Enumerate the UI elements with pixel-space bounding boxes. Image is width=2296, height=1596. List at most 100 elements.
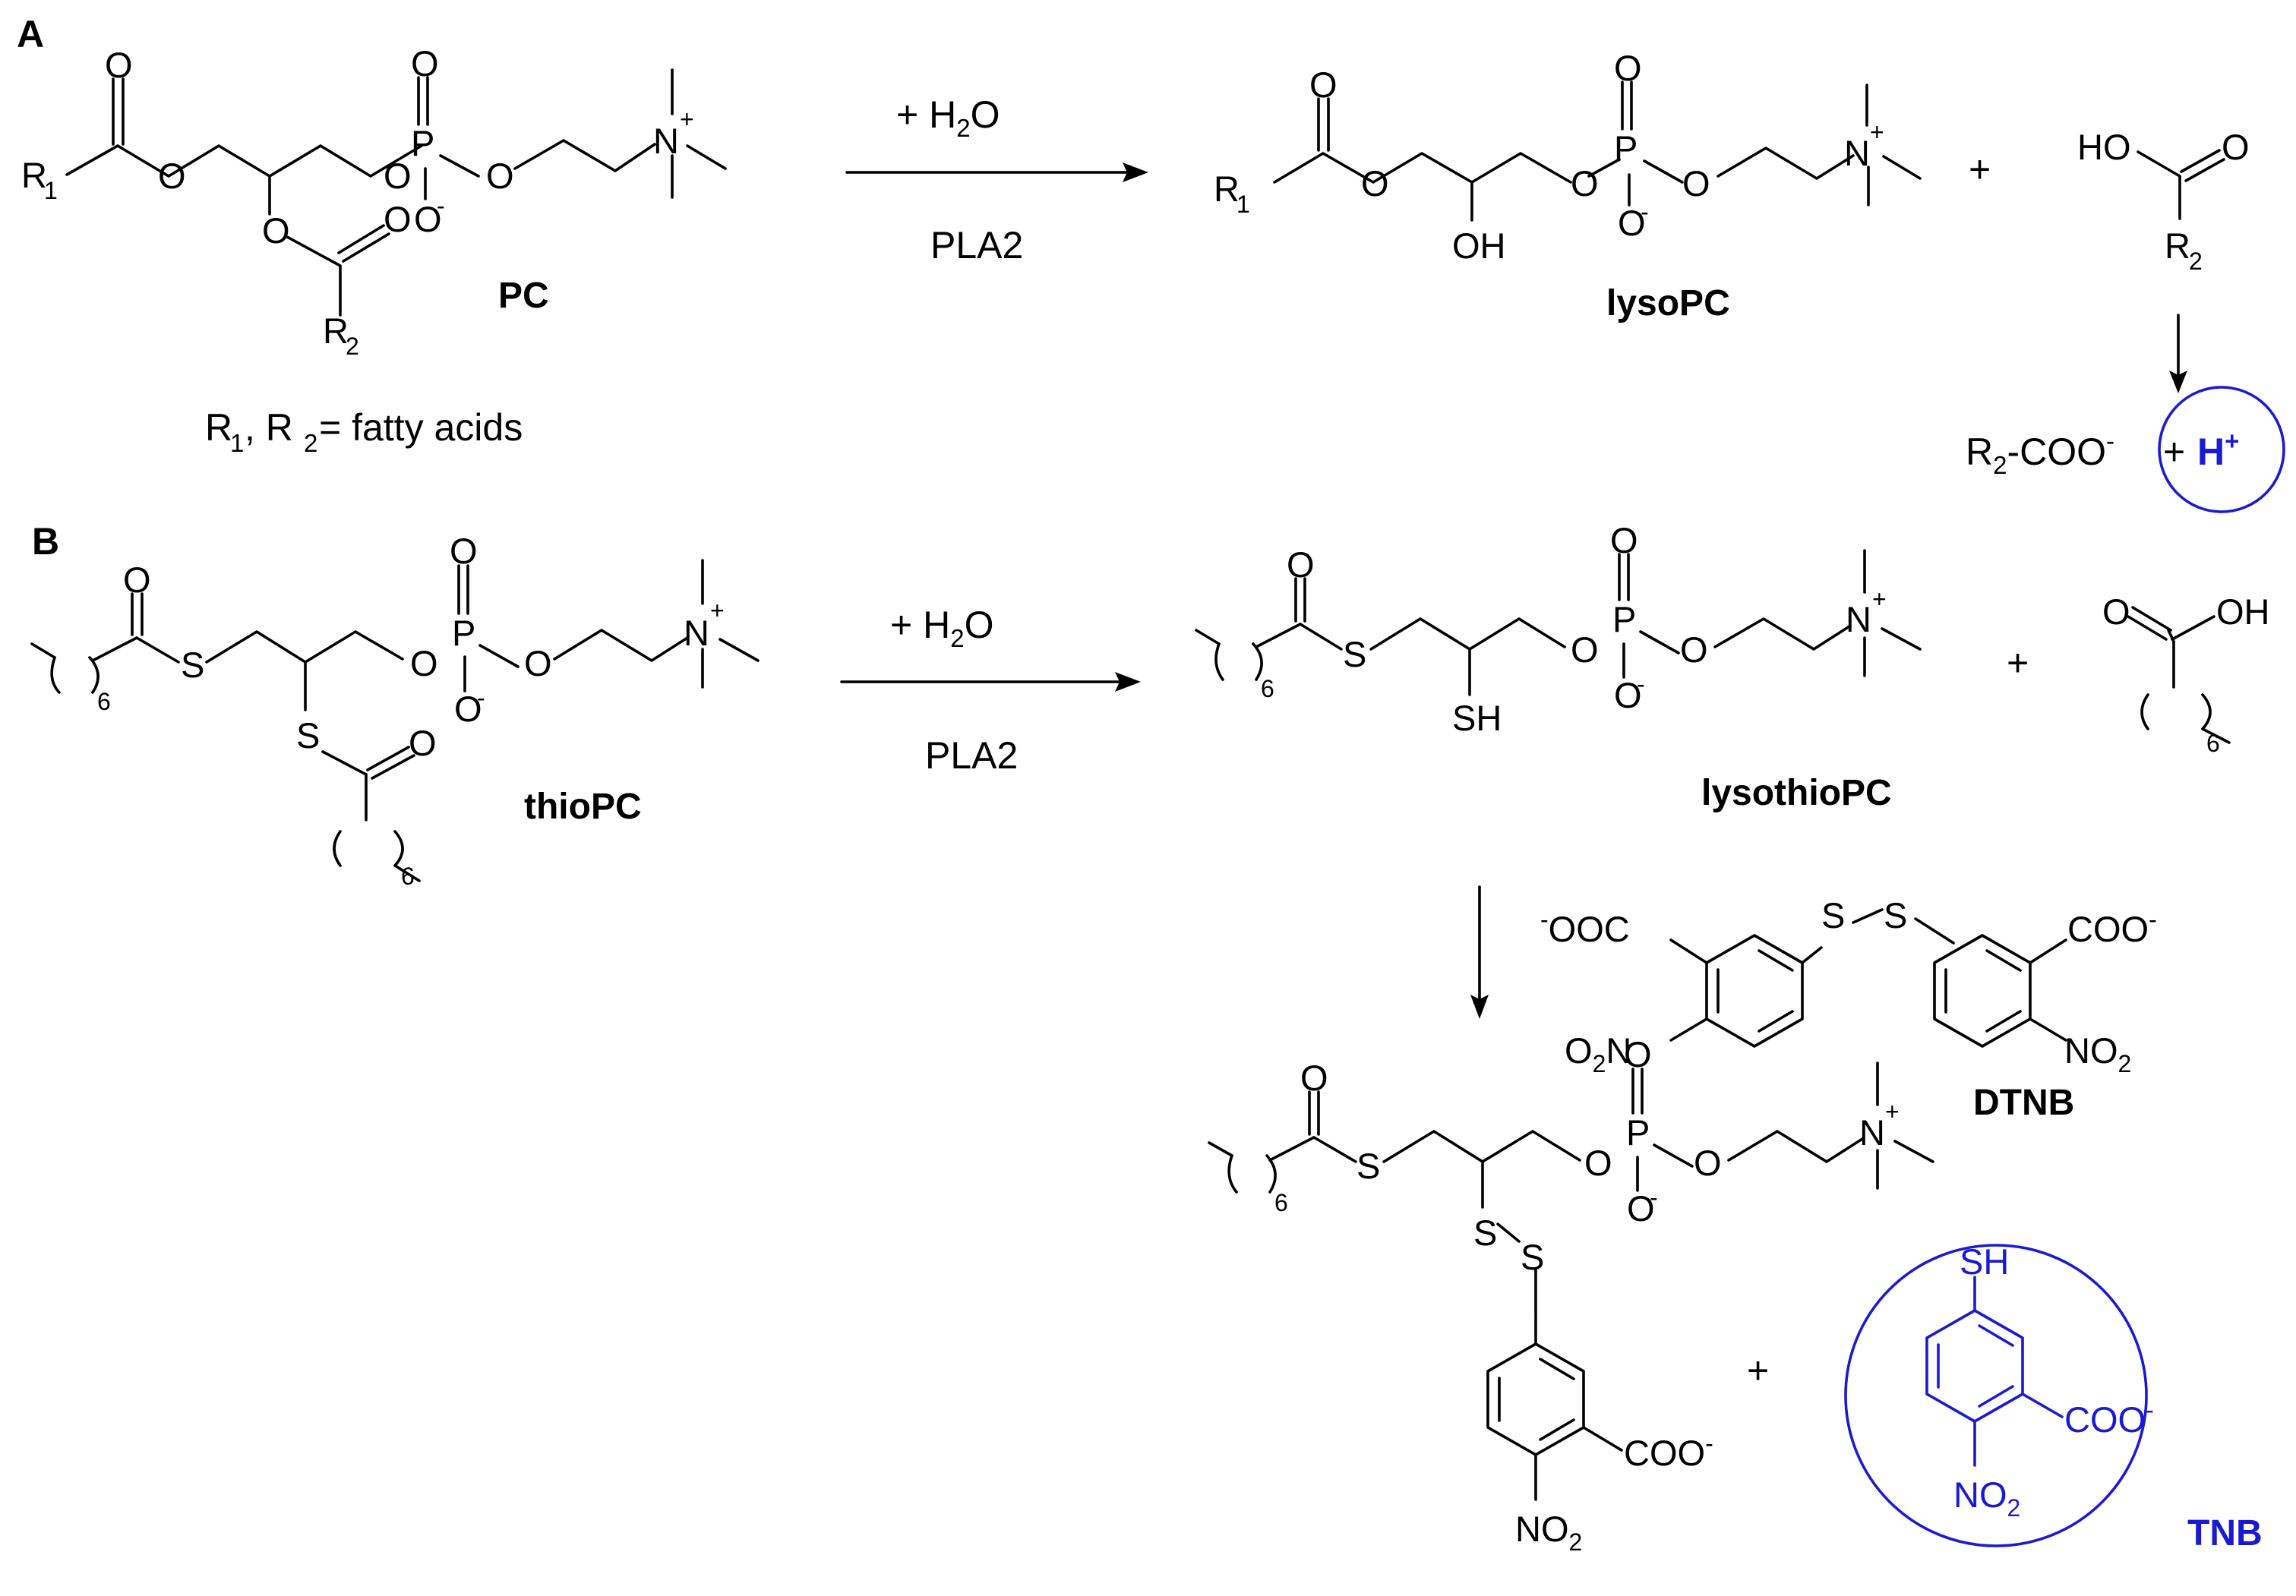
svg-text:O: O bbox=[2222, 127, 2250, 167]
svg-text:6: 6 bbox=[2206, 730, 2220, 757]
svg-text:O: O bbox=[1680, 629, 1708, 670]
svg-text:N: N bbox=[1846, 599, 1871, 639]
plus-b2: + bbox=[1747, 1349, 1769, 1392]
svg-text:O: O bbox=[262, 210, 290, 251]
svg-text:O: O bbox=[1624, 1034, 1652, 1074]
pc-label: PC bbox=[498, 276, 549, 316]
arrow-down bbox=[1470, 885, 1489, 1019]
svg-text:S: S bbox=[1821, 895, 1845, 935]
svg-text:R: R bbox=[2165, 226, 2190, 266]
svg-text:OH: OH bbox=[1452, 226, 1506, 266]
svg-text:6: 6 bbox=[97, 688, 111, 715]
svg-text:+: + bbox=[680, 106, 694, 133]
svg-text:P: P bbox=[1614, 128, 1638, 169]
svg-text:+: + bbox=[1872, 585, 1887, 613]
svg-text:S: S bbox=[181, 645, 204, 685]
svg-text:O: O bbox=[450, 531, 478, 571]
svg-text:O: O bbox=[1571, 629, 1599, 670]
svg-text:O: O bbox=[1287, 544, 1315, 585]
arrow-a-reagent: + H2O bbox=[896, 93, 1000, 142]
arrow-a: + H2O PLA2 bbox=[845, 93, 1148, 267]
svg-text:1: 1 bbox=[230, 429, 244, 457]
proton-highlight-circle bbox=[2158, 386, 2285, 513]
svg-text:-: - bbox=[1641, 198, 1649, 226]
svg-text:O: O bbox=[1618, 203, 1646, 243]
svg-text:-: - bbox=[1650, 1184, 1658, 1211]
svg-text:2: 2 bbox=[2189, 248, 2203, 275]
svg-text:R: R bbox=[1214, 169, 1240, 209]
svg-text:SH: SH bbox=[1452, 698, 1502, 738]
pc-molecule: R 1 O O O O R 2 O P O O - O N + PC bbox=[21, 43, 727, 360]
svg-text:P: P bbox=[411, 123, 434, 163]
svg-text:O: O bbox=[1627, 1188, 1655, 1229]
svg-text:P: P bbox=[1612, 599, 1636, 639]
tnb-highlight-circle bbox=[1844, 1244, 2148, 1547]
svg-text:S: S bbox=[1884, 895, 1907, 935]
svg-text:+: + bbox=[1870, 118, 1884, 146]
svg-text:O: O bbox=[524, 643, 552, 683]
svg-text:1: 1 bbox=[44, 177, 58, 204]
svg-text:+: + bbox=[1885, 1098, 1900, 1125]
svg-text:O: O bbox=[1614, 675, 1642, 715]
svg-text:S: S bbox=[1473, 1213, 1497, 1253]
proton-plus: + bbox=[2163, 431, 2185, 473]
svg-text:O: O bbox=[123, 560, 151, 600]
svg-text:S: S bbox=[1343, 634, 1366, 674]
arrow-b-enzyme: PLA2 bbox=[925, 734, 1018, 777]
arrow-a-enzyme: PLA2 bbox=[930, 224, 1023, 267]
deprotonation: R2-COO- + H+ bbox=[1966, 386, 2285, 513]
svg-text:O: O bbox=[1584, 1143, 1612, 1183]
proton-label: H+ bbox=[2197, 427, 2239, 473]
svg-text:O: O bbox=[1694, 1143, 1722, 1183]
svg-text:SH: SH bbox=[1960, 1241, 2009, 1282]
svg-text:N: N bbox=[1844, 133, 1870, 173]
svg-text:P: P bbox=[1626, 1112, 1650, 1153]
svg-text:2: 2 bbox=[346, 333, 359, 360]
lysothiopc-molecule: 6 O S SH O P O O - O N + lysothioPC bbox=[1195, 520, 1922, 813]
svg-text:O: O bbox=[1361, 163, 1389, 203]
svg-text:-OOC: -OOC bbox=[1540, 906, 1630, 949]
svg-text:COO-: COO- bbox=[2067, 906, 2157, 949]
svg-text:NO2: NO2 bbox=[1515, 1509, 1582, 1556]
svg-text:6: 6 bbox=[1261, 675, 1274, 702]
mixed-disulfide-product: 6 O S S S COO- NO2 O P O O - O N + bbox=[1208, 1034, 1934, 1556]
dtnb-molecule: -OOC S S COO- O2N NO2 DTNB bbox=[1540, 895, 2157, 1123]
svg-text:S: S bbox=[1356, 1146, 1380, 1186]
svg-text:R2-COO-: R2-COO- bbox=[1966, 427, 2114, 479]
panel-a-letter: A bbox=[17, 13, 44, 55]
svg-text:O: O bbox=[105, 45, 133, 85]
thiopc-molecule: 6 O S S O 6 O P O O - O N + thioPC bbox=[30, 531, 760, 890]
svg-text:S: S bbox=[1521, 1237, 1544, 1277]
svg-text:O: O bbox=[1571, 163, 1599, 203]
svg-text:R: R bbox=[21, 155, 47, 195]
svg-text:N: N bbox=[1859, 1112, 1885, 1153]
arrow-b-reagent: + H2O bbox=[890, 604, 993, 652]
svg-text:OH: OH bbox=[2216, 591, 2270, 632]
panel-b-letter: B bbox=[32, 520, 59, 563]
dtnb-label: DTNB bbox=[1973, 1083, 2074, 1123]
svg-text:O: O bbox=[1309, 65, 1337, 105]
svg-text:, R: , R bbox=[245, 406, 293, 449]
svg-text:O: O bbox=[410, 643, 438, 683]
plus-a: + bbox=[1969, 148, 1991, 191]
arrow-b: + H2O PLA2 bbox=[840, 604, 1141, 777]
svg-text:-: - bbox=[437, 192, 445, 219]
svg-text:O: O bbox=[2102, 591, 2130, 632]
svg-text:O: O bbox=[1300, 1058, 1328, 1098]
lysothiopc-label: lysothioPC bbox=[1701, 773, 1892, 813]
svg-text:NO2: NO2 bbox=[2064, 1030, 2131, 1077]
svg-text:O2N: O2N bbox=[1565, 1030, 1631, 1077]
plus-b1: + bbox=[2007, 642, 2029, 684]
svg-text:O: O bbox=[1614, 48, 1642, 88]
thiopc-label: thioPC bbox=[524, 787, 642, 827]
svg-text:O: O bbox=[1682, 163, 1710, 203]
svg-text:S: S bbox=[296, 715, 320, 755]
lysopc-molecule: R 1 O O OH O P O O - O N + lysoPC bbox=[1214, 48, 1922, 323]
svg-text:O: O bbox=[384, 156, 412, 196]
svg-text:R: R bbox=[323, 311, 349, 351]
svg-text:P: P bbox=[452, 613, 475, 653]
svg-text:-: - bbox=[477, 684, 485, 711]
lysopc-label: lysoPC bbox=[1606, 283, 1730, 323]
